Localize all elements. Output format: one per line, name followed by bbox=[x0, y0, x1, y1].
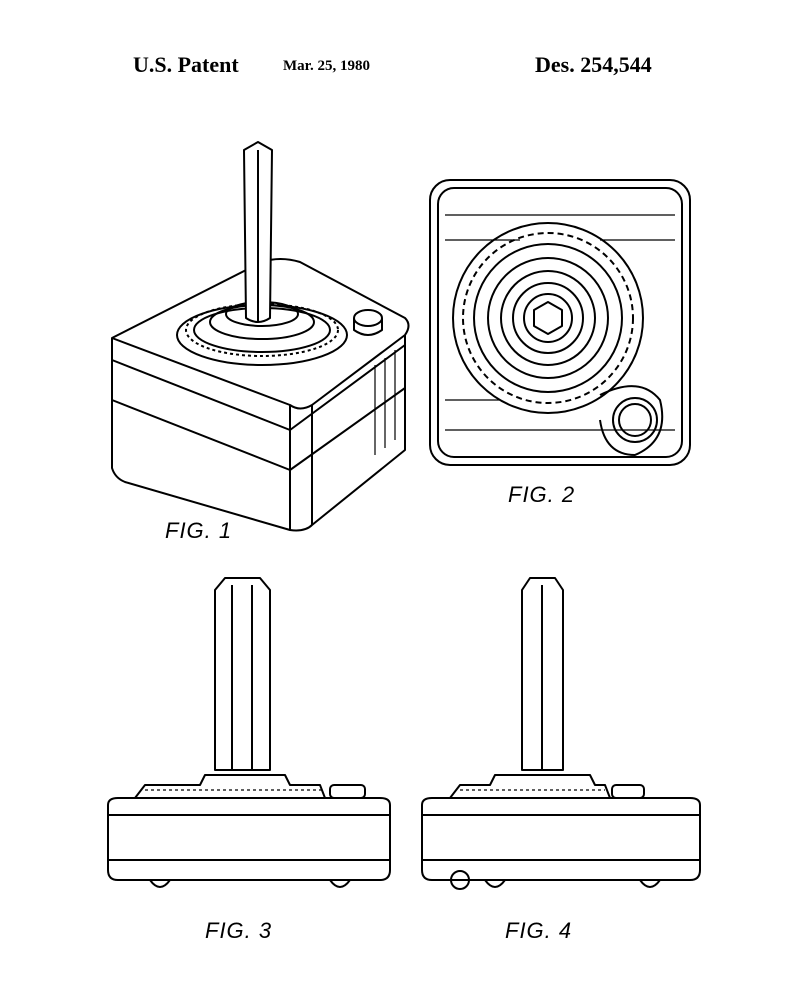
patent-label: U.S. Patent bbox=[133, 52, 239, 77]
fig3-label: FIG. 3 bbox=[205, 918, 273, 943]
fig4-label: FIG. 4 bbox=[505, 918, 573, 943]
fig4-drawing bbox=[421, 577, 701, 890]
fig3-drawing bbox=[107, 577, 391, 888]
patent-date: Mar. 25, 1980 bbox=[283, 58, 370, 74]
fig2-drawing bbox=[429, 179, 691, 466]
fig2-label: FIG. 2 bbox=[508, 482, 576, 507]
fig1-drawing bbox=[111, 141, 410, 532]
patent-number: Des. 254,544 bbox=[535, 52, 652, 77]
fig1-label: FIG. 1 bbox=[165, 518, 233, 543]
